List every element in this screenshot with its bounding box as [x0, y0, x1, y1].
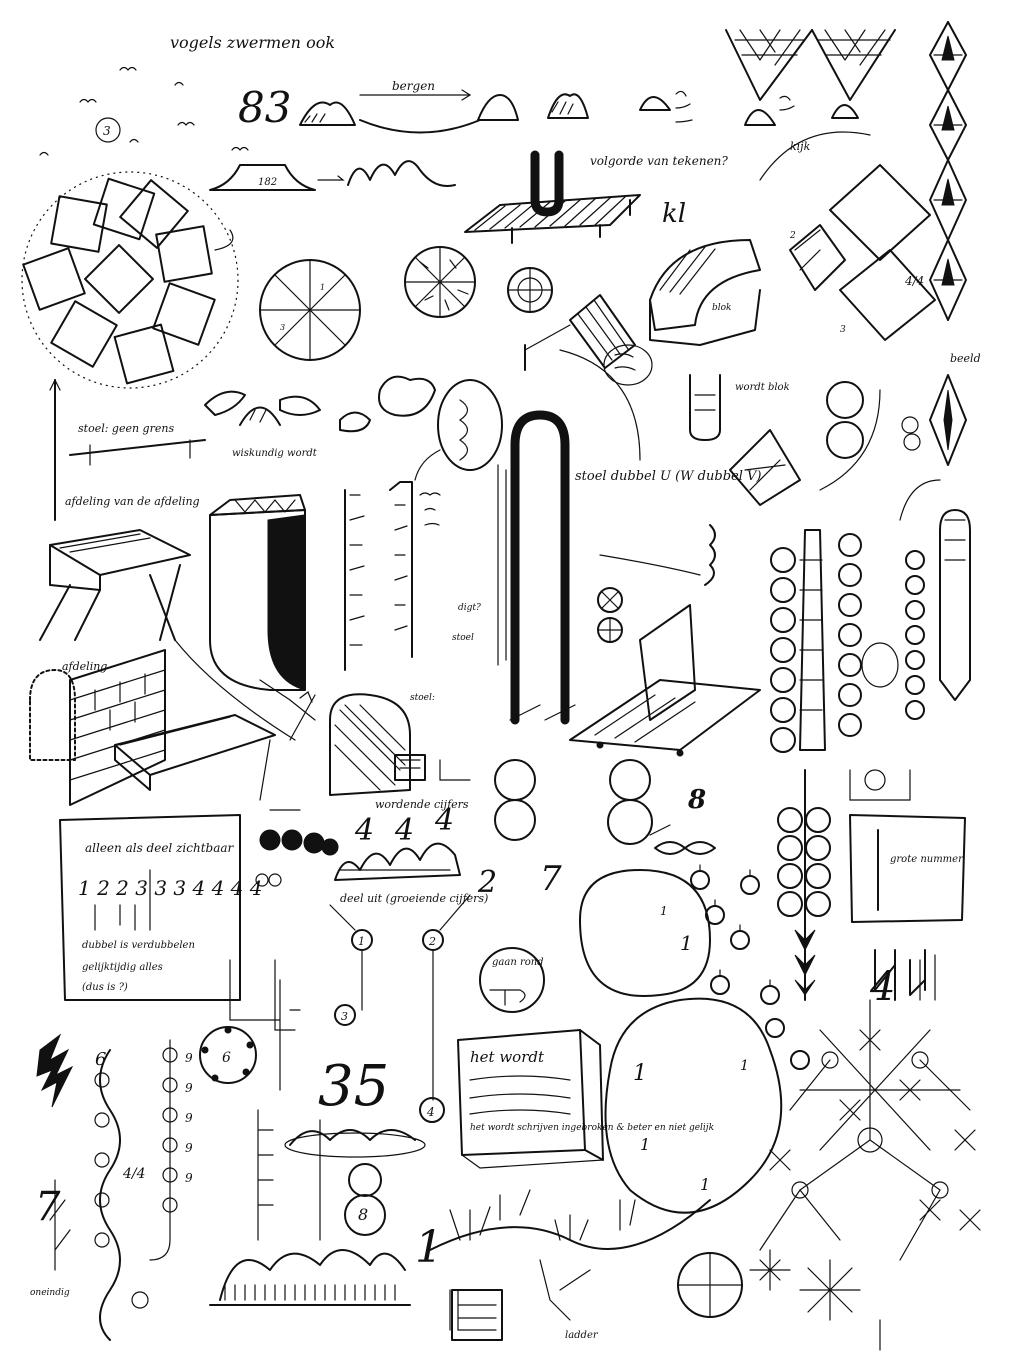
svg-text:1: 1 [700, 1175, 710, 1194]
svg-text:2: 2 [789, 231, 796, 241]
title-note: vogels zwermen ook [170, 33, 335, 52]
svg-text:1: 1 [640, 1135, 650, 1154]
gaan-rond-note: gaan rond [492, 957, 544, 968]
note-circle-3: 3 [103, 124, 111, 138]
kl-note: kl [662, 199, 686, 229]
digit-4b: 4 [394, 813, 414, 848]
svg-text:9: 9 [185, 1171, 193, 1185]
wordende-note: wordende cijfers [375, 798, 469, 811]
note-182: 182 [258, 177, 277, 188]
fraction-44: 4/4 [122, 1166, 146, 1182]
volgorde-note: volgorde van tekenen? [590, 154, 728, 168]
circle-4-label: 4 [426, 1105, 435, 1119]
note-44-right: 4/4 [904, 274, 924, 288]
deel-uit-note: deel uit (groeiende cijfers) [340, 892, 488, 905]
svg-text:6: 6 [222, 1050, 231, 1066]
stoel-geen-note: stoel: geen grens [78, 422, 174, 435]
svg-text:3: 3 [280, 323, 285, 332]
svg-text:gelijktijdig alles: gelijktijdig alles [82, 962, 163, 973]
svg-text:dubbel is verdubbelen: dubbel is verdubbelen [82, 940, 195, 951]
circle-2-label: 2 [428, 935, 436, 948]
svg-text:9: 9 [185, 1111, 193, 1125]
svg-text:stoel:: stoel: [410, 693, 435, 703]
digit-7: 7 [540, 859, 562, 899]
ladder-note: ladder [565, 1330, 599, 1341]
svg-text:1: 1 [740, 1058, 749, 1074]
svg-text:4: 4 [869, 964, 895, 1010]
svg-text:7: 7 [35, 1184, 61, 1230]
het-wordt-line1: het wordt [470, 1048, 545, 1066]
wiskundig-note: wiskundig wordt [232, 448, 318, 459]
sequence-note: 1 2 2 3 3 3 4 4 4 4 [78, 876, 262, 900]
spoke-wheel: 1 3 [260, 260, 360, 360]
afdeling-van-note: afdeling van de afdeling [65, 495, 200, 508]
digit-2: 2 [477, 865, 497, 900]
svg-text:8: 8 [358, 1205, 368, 1224]
svg-text:1: 1 [320, 283, 325, 292]
note-83: 83 [238, 83, 291, 132]
digit-1a: 1 [680, 931, 693, 955]
svg-text:(dus is ?): (dus is ?) [82, 982, 128, 993]
wordt-blok-note: wordt blok [735, 382, 790, 393]
het-wordt-note: het wordt schrijven ingebroken & beter e… [470, 1123, 714, 1133]
circle-1-label: 1 [358, 935, 365, 948]
digit-6-top: 6 [95, 1049, 106, 1070]
svg-text:blok: blok [712, 303, 732, 313]
bergen-label: bergen [392, 79, 435, 93]
num-35: 35 [318, 1054, 389, 1119]
digit-9-label: 9 [185, 1051, 193, 1065]
svg-text:1: 1 [660, 904, 668, 918]
digit-4a: 4 [354, 813, 374, 848]
grote-nummer-note: grote nummer [890, 854, 964, 865]
beeld-label: beeld [950, 352, 981, 365]
svg-text:oneindig: oneindig [30, 1288, 70, 1298]
digit-8-bold: 8 [687, 785, 706, 815]
digit-1b: 1 [633, 1061, 647, 1086]
svg-text:9: 9 [185, 1141, 193, 1155]
alleen-note: alleen als deel zichtbaar [85, 841, 235, 855]
svg-text:9: 9 [185, 1081, 193, 1095]
svg-text:stoel: stoel [452, 633, 474, 643]
svg-text:3: 3 [840, 325, 846, 335]
stoel-dubbel-note: stoel dubbel U (W dubbel V) [575, 469, 761, 484]
svg-text:digt?: digt? [458, 603, 481, 613]
svg-text:3: 3 [341, 1010, 348, 1023]
svg-text:1: 1 [415, 1222, 443, 1273]
